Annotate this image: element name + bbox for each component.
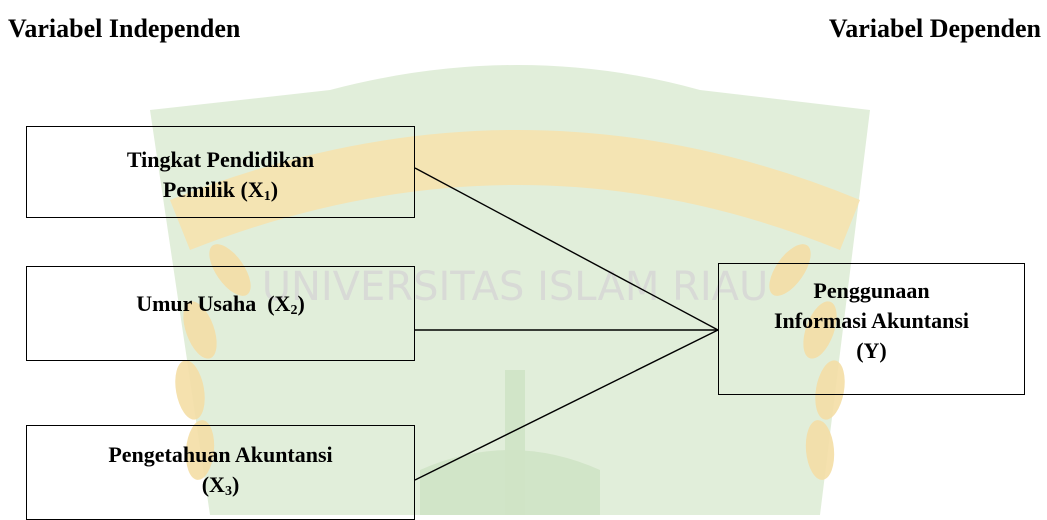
x3-label-line2: (X3) [201,472,240,499]
watermark-text: UNIVERSITAS ISLAM RIAU [262,264,769,310]
seal-pillar [505,370,525,515]
seal-wheat-right [769,244,845,480]
variable-box-x1: Tingkat Pendidikan Pemilik (X1) [26,126,415,218]
arrow-x3-to-y [414,329,719,481]
variable-box-x2: Umur Usaha (X2) [26,266,415,361]
seal-wheat-left [175,244,251,480]
independent-variable-heading: Variabel Independen [8,14,241,43]
x1-label-line2: Pemilik (X1) [162,177,279,204]
arrow-x1-to-y [414,167,719,331]
variable-box-y: Penggunaan Informasi Akuntansi (Y) [718,263,1025,395]
x3-label-line1: Pengetahuan Akuntansi [108,442,333,467]
x1-label-line1: Tingkat Pendidikan [126,147,315,172]
y-label-line1: Penggunaan [813,278,930,303]
y-label-line2: Informasi Akuntansi [773,308,969,333]
y-label-line3: (Y) [856,338,887,363]
variable-box-x3: Pengetahuan Akuntansi (X3) [26,425,415,520]
dependent-variable-heading: Variabel Dependen [828,14,1041,43]
x2-label: Umur Usaha (X2) [136,291,305,318]
seal-arc-gold [170,130,860,250]
